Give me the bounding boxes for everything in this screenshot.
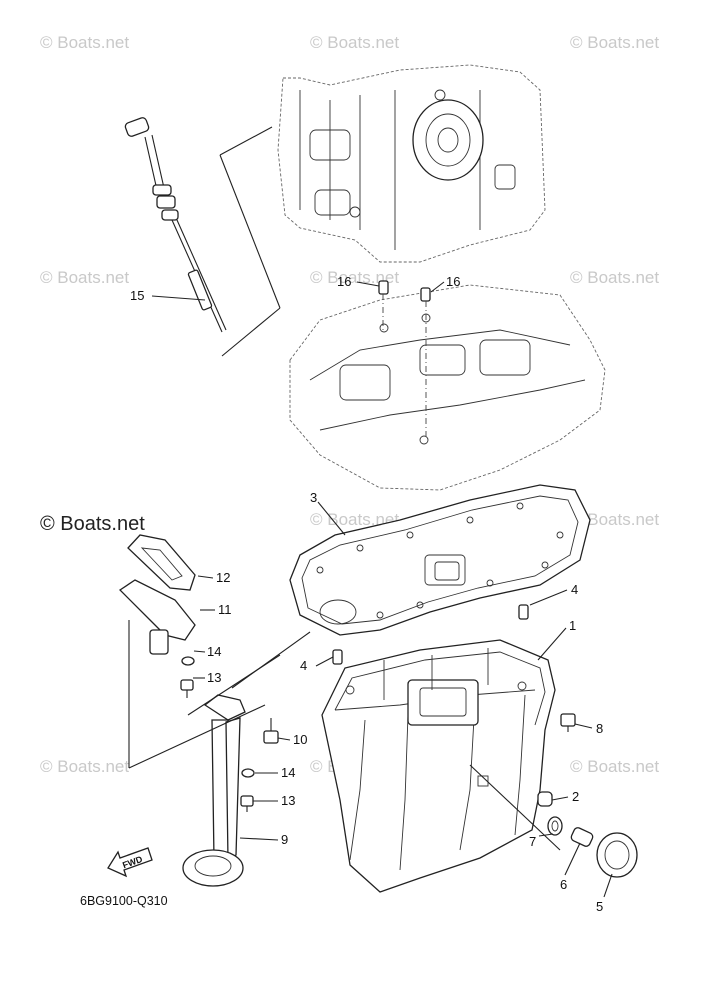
part-label-9: 9: [281, 832, 288, 847]
part-labels: 16 16 15 3 4 1 4 8 2 7 6 5 12 11 14 13 1…: [130, 274, 603, 914]
drain-gasket: [547, 816, 563, 836]
drain-leader: [469, 764, 561, 851]
part-label-13: 13: [281, 793, 295, 808]
dipstick-leader: [221, 307, 281, 357]
dipstick: [124, 117, 227, 333]
dipstick-leader: [219, 154, 281, 309]
watermark: © Boats.net: [570, 268, 659, 287]
fwd-arrow-icon: FWD: [107, 847, 153, 878]
bracket-gasket: [127, 534, 196, 591]
part-label-4: 4: [300, 658, 307, 673]
bolt-13-lower: [240, 795, 254, 812]
watermark: © Boats.net: [570, 757, 659, 776]
dowel-pin-4-right: [518, 604, 529, 620]
part-label-6: 6: [560, 877, 567, 892]
watermark: © Boats.net: [570, 510, 659, 529]
watermark: © Boats.net: [40, 33, 129, 52]
part-label-14: 14: [281, 765, 295, 780]
oil-pan: [321, 639, 556, 893]
engine-block-reference: [277, 64, 546, 263]
part-label-11: 11: [218, 602, 232, 617]
watermark: © Boats.net: [570, 33, 659, 52]
diagram-code: 6BG9100-Q310: [80, 894, 168, 908]
washer-14-upper: [181, 656, 195, 666]
primary-watermark: © Boats.net: [40, 513, 145, 535]
part-label-15: 15: [130, 288, 144, 303]
oil-strainer: [182, 694, 246, 887]
dowel-pin-16-left: [378, 280, 389, 330]
part-label-8: 8: [596, 721, 603, 736]
watermark: © Boats.net: [40, 757, 129, 776]
leader-lines: [151, 281, 613, 898]
part-label-16: 16: [446, 274, 460, 289]
drain-plug: [537, 791, 553, 807]
part-label-5: 5: [596, 899, 603, 914]
assembly-guides: [128, 620, 311, 769]
watermark: © Boats.net: [310, 268, 399, 287]
watermark: © Boats.net: [40, 268, 129, 287]
part-label-10: 10: [293, 732, 307, 747]
part-label-2: 2: [572, 789, 579, 804]
dipstick-leader: [219, 126, 273, 156]
part-label-12: 12: [216, 570, 230, 585]
dowel-pin-16-right: [420, 287, 431, 440]
watermark: © Boats.net: [310, 33, 399, 52]
bolt-13-upper: [180, 679, 194, 698]
bolt-8: [560, 713, 576, 732]
part-label-7: 7: [529, 834, 536, 849]
washer-14-lower: [241, 768, 255, 778]
part-label-3: 3: [310, 490, 317, 505]
drain-fitting: [570, 827, 594, 847]
suction-bracket: [118, 579, 196, 655]
part-label-4: 4: [571, 582, 578, 597]
dowel-pin-4-left: [332, 649, 343, 665]
part-label-1: 1: [569, 618, 576, 633]
bolt-10: [263, 718, 279, 744]
oil-pan-gasket: [289, 484, 591, 636]
crankcase-reference: [289, 284, 606, 491]
part-label-16: 16: [337, 274, 351, 289]
watermark: © Boats.net: [310, 510, 399, 529]
drain-cap: [596, 832, 638, 878]
part-label-14: 14: [207, 644, 221, 659]
part-label-13: 13: [207, 670, 221, 685]
